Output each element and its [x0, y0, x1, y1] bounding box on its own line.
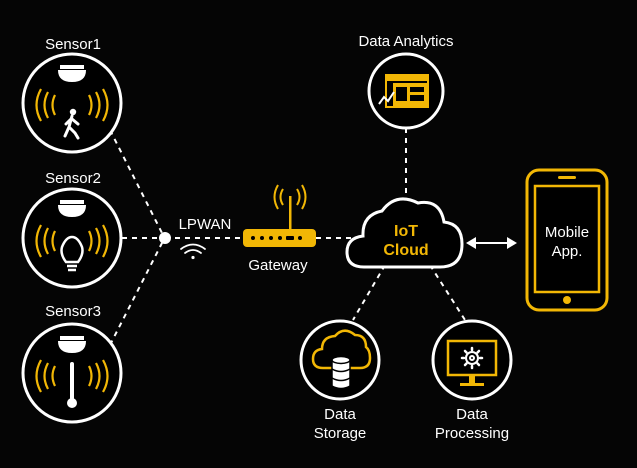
light-bulb-icon [60, 235, 84, 272]
mobile-label-line2: App. [551, 243, 583, 260]
router-icon [243, 184, 316, 247]
network-hub-node [159, 232, 171, 244]
sensor1-label: Sensor1 [45, 36, 101, 53]
signal-waves-icon [35, 88, 109, 122]
processing-label: Data Processing [422, 405, 522, 443]
thermometer-icon [67, 362, 77, 408]
bidirectional-arrow-icon [466, 237, 517, 249]
storage-label-line1: Data [324, 406, 356, 423]
monitor-gear-icon [446, 339, 498, 386]
analytics-node [367, 52, 445, 130]
processing-label-line2: Processing [434, 425, 510, 442]
link-cloud-processing [429, 264, 466, 321]
cloud-label-line1: IoT [394, 223, 418, 240]
mobile-label: Mobile App. [535, 223, 599, 261]
gateway-label: Gateway [248, 257, 308, 274]
cloud-database-icon [311, 329, 372, 390]
sensor2-label: Sensor2 [45, 170, 101, 187]
processing-label-line1: Data [456, 406, 488, 423]
cloud-label-line2: Cloud [383, 242, 429, 259]
sensor2-node [21, 187, 123, 289]
motion-person-icon [63, 108, 80, 140]
storage-label: Data Storage [300, 405, 380, 443]
cloud-label: IoT Cloud [371, 222, 441, 260]
storage-node [299, 319, 381, 401]
dashboard-icon [378, 74, 429, 108]
network-label: LPWAN [178, 216, 232, 233]
storage-label-line2: Storage [313, 425, 367, 442]
mobile-label-line1: Mobile [544, 224, 590, 241]
wifi-icon [180, 243, 206, 260]
ceiling-sensor-icon [58, 336, 86, 353]
analytics-label: Data Analytics [358, 33, 454, 50]
processing-node [431, 319, 513, 401]
ceiling-sensor-icon [58, 200, 86, 217]
connector-lines [109, 128, 466, 346]
signal-waves-icon [35, 224, 109, 258]
signal-waves-icon [35, 359, 109, 393]
cloud-icon [345, 197, 464, 269]
smartphone-icon [525, 168, 609, 312]
link-cloud-storage [352, 264, 386, 321]
ceiling-sensor-icon [58, 65, 86, 82]
sensor3-node [21, 322, 123, 424]
sensor1-node [21, 52, 123, 154]
sensor3-label: Sensor3 [45, 303, 101, 320]
